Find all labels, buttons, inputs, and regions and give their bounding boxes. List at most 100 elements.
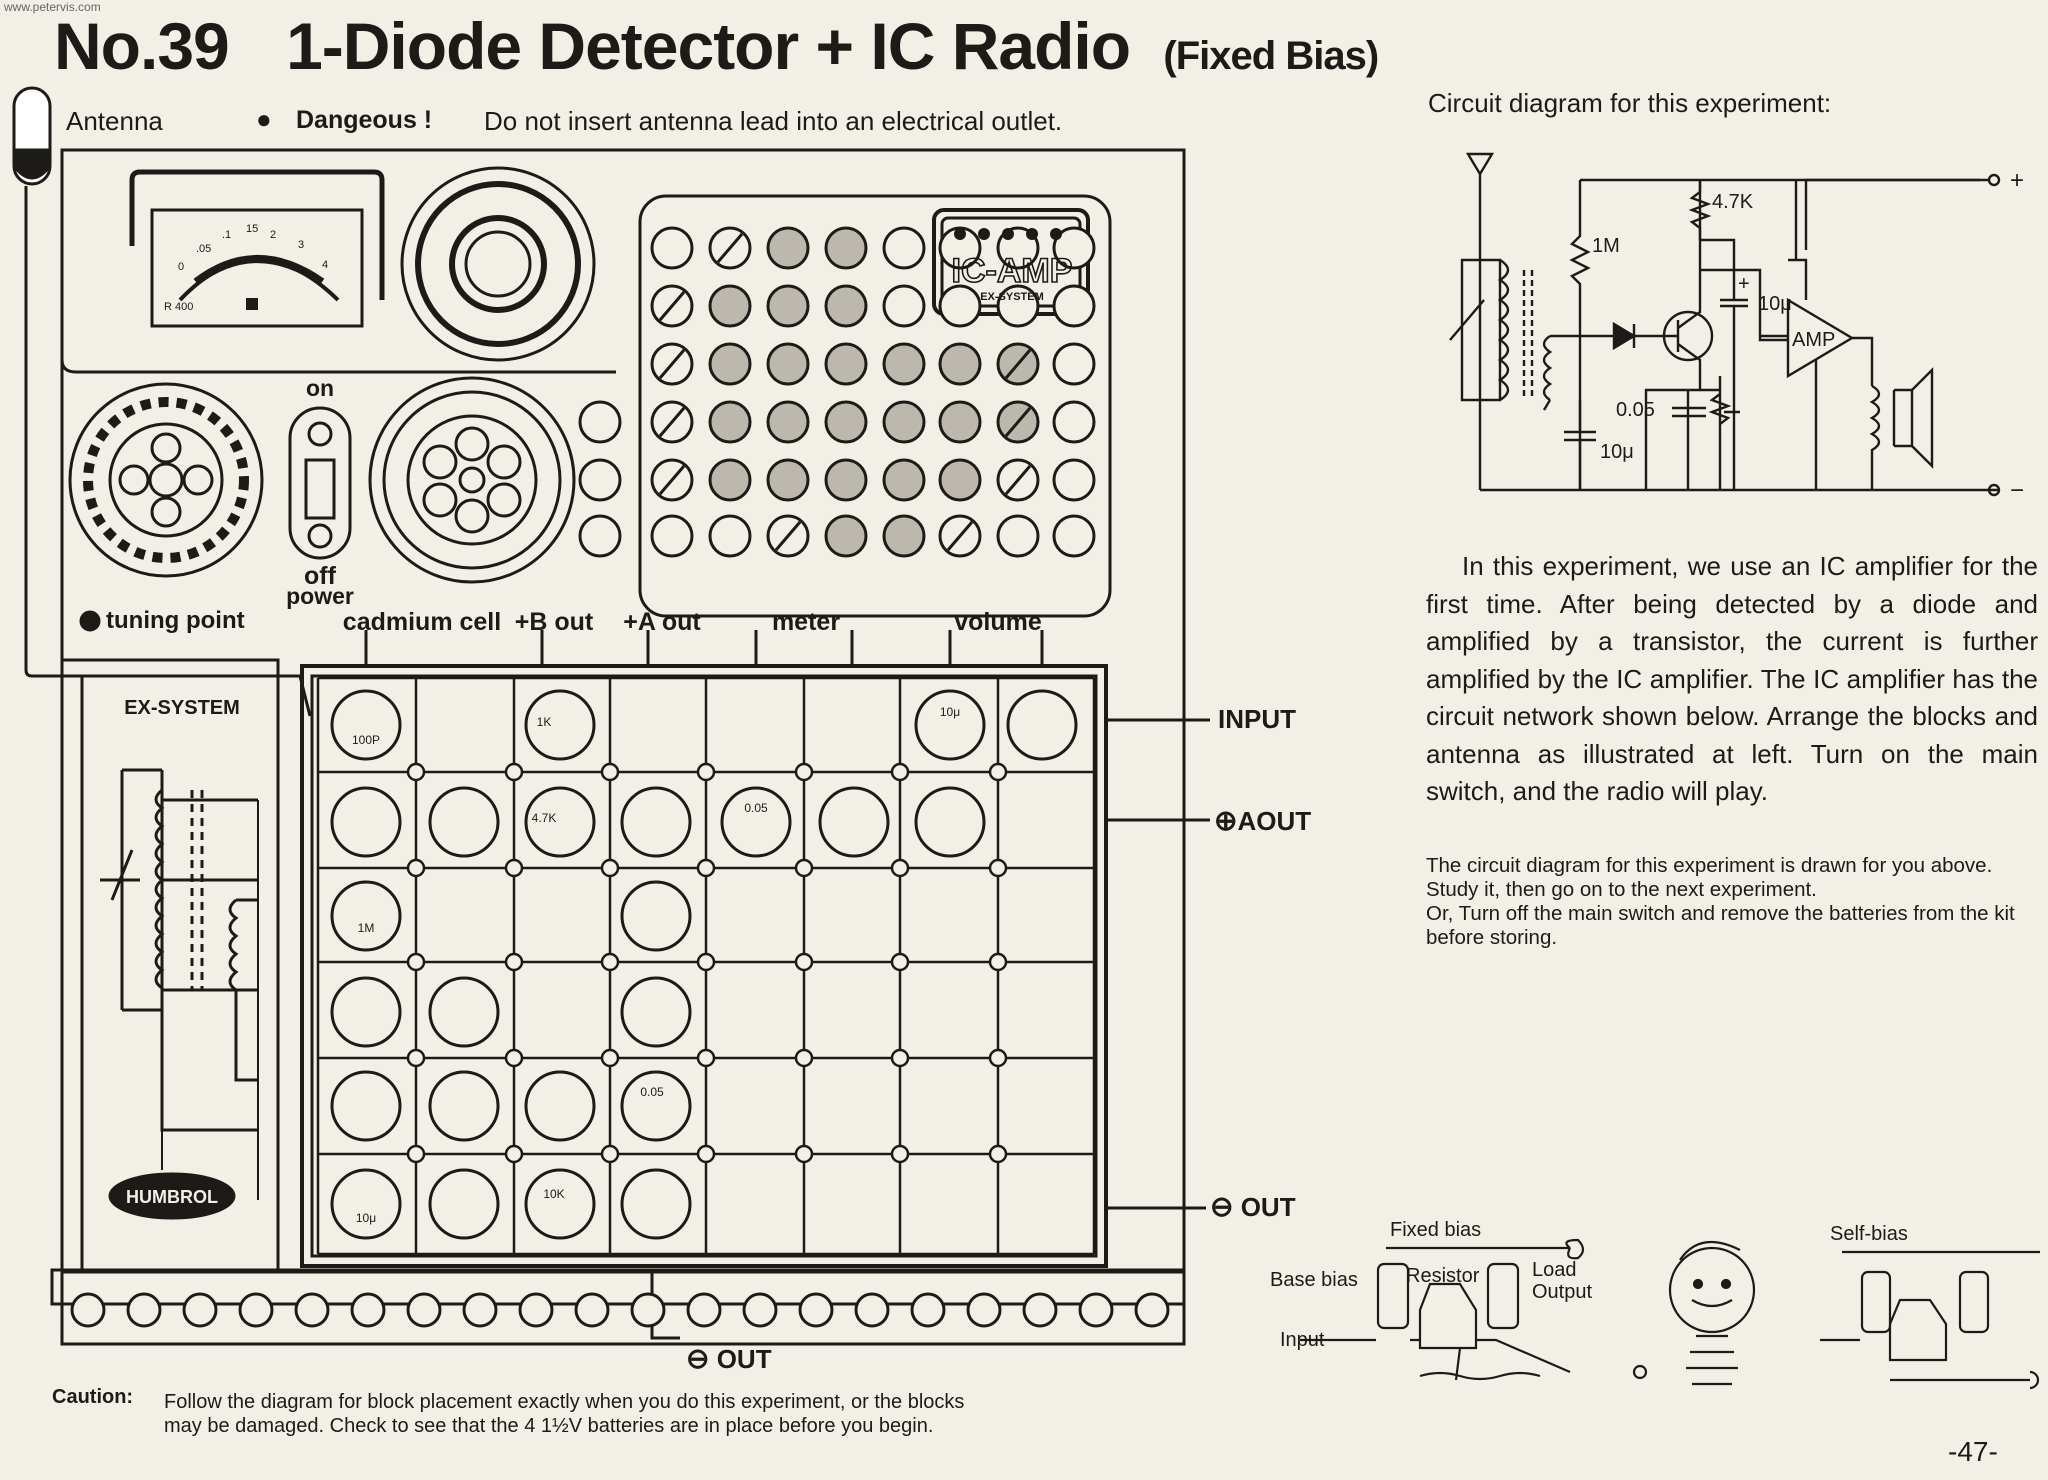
socket-hole	[766, 342, 810, 386]
socket-hole	[766, 400, 810, 444]
cartoon-load: Load	[1532, 1259, 1577, 1281]
aout-label: ⊕AOUT	[1214, 804, 1311, 837]
input-label: INPUT	[1218, 704, 1296, 734]
boy-cartoon-icon	[1668, 1246, 1756, 1334]
cartoon-input: Input	[1280, 1329, 1325, 1351]
terminal-cadmium-cell: cadmium cell	[343, 608, 501, 636]
bottom-socket	[910, 1292, 946, 1328]
antenna-instruction: Do not insert antenna lead into an elect…	[484, 106, 1063, 136]
grid-node	[794, 762, 814, 782]
schematic-r1: 1M	[1592, 235, 1620, 257]
ic-amp-subtitle: EX-SYSTEM	[980, 291, 1044, 303]
grid-node	[504, 1048, 524, 1068]
component-block	[818, 786, 890, 858]
socket-hole	[708, 514, 752, 558]
grid-node	[406, 762, 426, 782]
bottom-socket	[406, 1292, 442, 1328]
component-block	[428, 1168, 500, 1240]
cartoon-resistor: Resistor	[1406, 1265, 1480, 1287]
socket-hole	[1052, 400, 1096, 444]
block-res-1m: 1M	[358, 921, 375, 935]
socket-slash	[946, 521, 974, 551]
socket-hole	[578, 458, 622, 502]
component-block	[524, 1168, 596, 1240]
grid-node	[794, 1144, 814, 1164]
bottom-socket	[70, 1292, 106, 1328]
brand-label: HUMBROL	[126, 1187, 218, 1207]
ic-amp-title: IC-AMP	[952, 252, 1073, 290]
component-block	[428, 976, 500, 1048]
description-note-2: Or, Turn off the main switch and remove …	[1426, 902, 2015, 949]
bottom-socket	[1078, 1292, 1114, 1328]
component-block	[914, 689, 986, 761]
grid-node	[794, 858, 814, 878]
socket-hole	[650, 514, 694, 558]
block-cap-10u-top: 10μ	[940, 705, 960, 719]
switch-power-label: power	[286, 583, 354, 609]
socket-hole	[882, 226, 926, 270]
bottom-socket	[742, 1292, 778, 1328]
component-block	[1006, 689, 1078, 761]
socket-hole	[938, 284, 982, 328]
ex-system-label: EX-SYSTEM	[124, 697, 240, 719]
socket-hole	[938, 400, 982, 444]
caution-line-1: Follow the diagram for block placement e…	[164, 1391, 965, 1413]
power-switch	[288, 406, 352, 560]
description-paragraph: In this experiment, we use an IC amplifi…	[1426, 551, 2038, 806]
minus-circle-icon: ⊖	[1210, 1191, 1234, 1222]
grid-node	[988, 1144, 1008, 1164]
grid-node	[988, 858, 1008, 878]
socket-hole	[882, 400, 926, 444]
socket-hole	[708, 400, 752, 444]
socket-hole	[708, 284, 752, 328]
socket-slash	[1004, 349, 1032, 379]
socket-slash	[716, 233, 744, 263]
bottom-socket	[854, 1292, 890, 1328]
block-cap-100p: 100P	[352, 733, 380, 747]
svg-text:4: 4	[322, 259, 328, 271]
danger-warning: Dangeous !	[296, 106, 433, 134]
antenna-label: Antenna	[66, 106, 163, 136]
socket-hole	[1052, 342, 1096, 386]
socket-hole	[1052, 226, 1096, 270]
meter-mark: R 400	[164, 301, 193, 313]
grid-node	[504, 952, 524, 972]
component-block	[330, 786, 402, 858]
bottom-socket	[518, 1292, 554, 1328]
svg-text:0: 0	[178, 261, 184, 273]
grid-node	[504, 858, 524, 878]
grid-node	[988, 952, 1008, 972]
block-cap-005-b: 0.05	[640, 1085, 664, 1099]
grid-node	[406, 952, 426, 972]
grid-node	[406, 1048, 426, 1068]
block-res-1k: 1K	[537, 715, 552, 729]
grid-node	[794, 1048, 814, 1068]
grid-node	[988, 1048, 1008, 1068]
socket-hole	[938, 458, 982, 502]
bottom-socket	[126, 1292, 162, 1328]
bottom-socket	[574, 1292, 610, 1328]
block-grid	[300, 664, 1108, 1268]
grid-node	[600, 1144, 620, 1164]
cartoon-output: Output	[1532, 1281, 1592, 1303]
grid-node	[890, 1144, 910, 1164]
load-resistor-icon	[1486, 1262, 1520, 1330]
bottom-socket	[686, 1292, 722, 1328]
out-bottom-text: OUT	[716, 1344, 772, 1374]
caution-label: Caution:	[52, 1386, 134, 1408]
socket-hole	[882, 458, 926, 502]
amp-symbol	[1786, 297, 1855, 379]
grid-node	[406, 1144, 426, 1164]
schematic-c3: 10μ	[1600, 441, 1634, 463]
component-block	[330, 1070, 402, 1142]
schematic-heading: Circuit diagram for this experiment:	[1428, 88, 1832, 118]
socket-hole	[766, 226, 810, 270]
speaker-icon	[400, 166, 596, 362]
block-res-10k: 10K	[543, 1187, 564, 1201]
component-block	[914, 786, 986, 858]
svg-text:2: 2	[270, 229, 276, 241]
socket-hole	[882, 342, 926, 386]
bottom-socket-row	[70, 1292, 1170, 1328]
component-block	[620, 1168, 692, 1240]
component-block	[524, 1070, 596, 1142]
